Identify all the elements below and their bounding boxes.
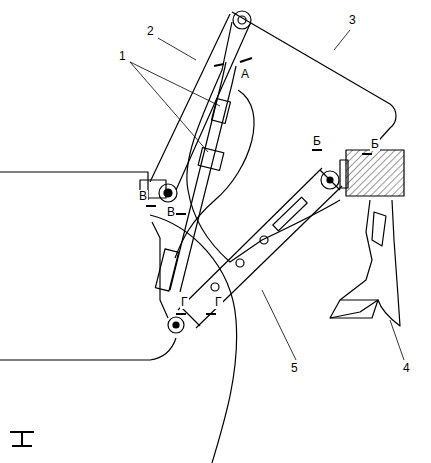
top-pin — [233, 11, 251, 29]
ripper-tooth — [330, 200, 400, 326]
rod-hole — [236, 259, 244, 267]
clamp-block — [346, 150, 404, 196]
callout-number: 1 — [118, 50, 127, 63]
section-letter: А — [240, 68, 250, 81]
hydraulic-hose — [175, 90, 254, 258]
section-letter: В — [166, 206, 176, 219]
callout-number: 2 — [146, 25, 155, 38]
rod-hole — [211, 283, 219, 291]
section-letter: В — [138, 190, 148, 203]
rod-pin — [321, 171, 339, 189]
bottom-pin — [168, 317, 184, 333]
cylinder-body — [155, 249, 178, 291]
hydraulic-cylinder — [170, 80, 232, 292]
pin — [159, 184, 177, 202]
tooth-tip — [330, 300, 378, 318]
rod-hole — [260, 236, 268, 244]
section-letter: Б — [370, 138, 380, 151]
callout-number: 5 — [290, 362, 299, 375]
section-letter: Г — [214, 296, 223, 309]
callout-number: 3 — [348, 14, 357, 27]
callout-number: 4 — [402, 362, 411, 375]
bucket-bottom — [0, 338, 176, 360]
clamp-lug — [340, 160, 348, 188]
section-letter: Б — [312, 135, 322, 148]
bucket-outline — [0, 172, 237, 463]
push-rod — [178, 168, 342, 328]
bottom-pin-center — [173, 322, 179, 328]
leader-line — [130, 30, 404, 360]
ibeam-symbol — [10, 432, 34, 446]
tooth-slot — [372, 212, 386, 246]
cylinder-clamp — [198, 148, 224, 171]
rod-slot — [273, 197, 307, 231]
section-line — [146, 58, 372, 314]
cylinder-rod — [222, 62, 236, 84]
pin-center — [164, 189, 172, 197]
top-pin-hole — [238, 16, 246, 24]
rod-pin-center — [327, 177, 333, 183]
cylinder-clamp — [212, 99, 231, 124]
section-letter: Г — [180, 296, 189, 309]
